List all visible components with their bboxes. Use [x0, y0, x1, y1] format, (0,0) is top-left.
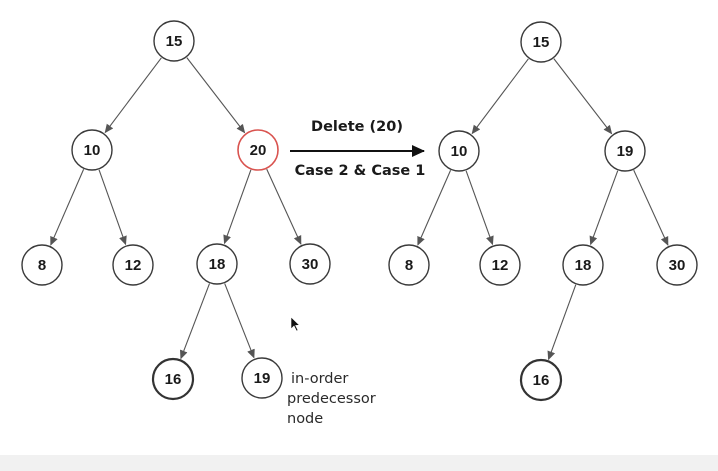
before-node-circle-30	[289, 243, 331, 285]
before-node-20: 20	[237, 129, 279, 171]
after-node-circle-8	[388, 244, 430, 286]
annotation-line-3: node	[287, 411, 323, 427]
before-edge-b20-b18	[223, 169, 252, 245]
after-node-circle-12	[479, 244, 521, 286]
before-node-10: 10	[71, 129, 113, 171]
before-node-16: 16	[151, 357, 195, 401]
after-edge-a10-a12	[465, 170, 494, 246]
after-node-circle-19	[604, 130, 646, 172]
operation-title: Delete (20)	[311, 119, 403, 135]
before-node-circle-18	[196, 243, 238, 285]
after-edge-a19-a18	[589, 170, 619, 246]
after-node-19: 19	[604, 130, 646, 172]
before-node-12: 12	[112, 244, 154, 286]
before-node-circle-15	[153, 20, 195, 62]
after-node-circle-16	[519, 358, 563, 402]
after-node-circle-10	[438, 130, 480, 172]
operation-subtitle: Case 2 & Case 1	[295, 163, 426, 179]
annotation-line-2: predecessor	[287, 391, 376, 407]
before-node-circle-8	[21, 244, 63, 286]
nodes-layer: 15 10 20 8 12 18 30 16 19 15 10 19 8 12 18 30 16	[21, 20, 698, 402]
before-node-15: 15	[153, 20, 195, 62]
after-node-label-16: 16	[533, 372, 550, 389]
mouse-cursor-icon	[290, 316, 301, 332]
after-edge-a19-a30	[633, 169, 669, 246]
after-node-18: 18	[562, 244, 604, 286]
before-node-label-16: 16	[165, 371, 182, 388]
after-node-label-19: 19	[617, 143, 634, 160]
before-node-label-10: 10	[84, 142, 101, 159]
after-node-label-30: 30	[669, 257, 686, 274]
before-node-label-15: 15	[166, 33, 183, 50]
before-node-label-20: 20	[250, 142, 267, 159]
before-edge-b18-b16	[179, 283, 211, 360]
before-edge-b15-b10	[104, 57, 162, 134]
after-node-12: 12	[479, 244, 521, 286]
after-node-label-15: 15	[533, 34, 550, 51]
before-edge-b18-b19	[224, 283, 255, 359]
before-node-30: 30	[289, 243, 331, 285]
after-node-circle-15	[520, 21, 562, 63]
before-node-circle-10	[71, 129, 113, 171]
after-node-label-12: 12	[492, 257, 509, 274]
predecessor-annotation: in-order predecessor node	[287, 371, 376, 427]
before-node-circle-19	[241, 357, 283, 399]
before-node-label-12: 12	[125, 257, 142, 274]
before-node-circle-12	[112, 244, 154, 286]
before-node-label-19: 19	[254, 370, 271, 387]
footer-band	[0, 455, 718, 471]
before-edge-b10-b12	[98, 169, 127, 246]
before-node-label-30: 30	[302, 256, 319, 273]
after-node-30: 30	[656, 244, 698, 286]
before-node-label-18: 18	[209, 256, 226, 273]
annotation-line-1: in-order	[291, 371, 348, 387]
before-node-18: 18	[196, 243, 238, 285]
after-node-16: 16	[519, 358, 563, 402]
after-node-10: 10	[438, 130, 480, 172]
after-edge-a10-a8	[417, 170, 452, 246]
before-node-circle-16	[151, 357, 195, 401]
after-node-label-10: 10	[451, 143, 468, 160]
after-node-circle-18	[562, 244, 604, 286]
after-edge-a15-a19	[553, 58, 613, 135]
edges-layer	[50, 57, 669, 361]
before-edge-b10-b8	[50, 169, 85, 246]
before-node-label-8: 8	[38, 257, 46, 274]
after-node-circle-30	[656, 244, 698, 286]
after-node-label-18: 18	[575, 257, 592, 274]
after-node-label-8: 8	[405, 257, 413, 274]
before-node-circle-20	[237, 129, 279, 171]
before-edge-b15-b20	[186, 57, 246, 134]
before-node-8: 8	[21, 244, 63, 286]
before-node-19: 19	[241, 357, 283, 399]
after-edge-a15-a10	[471, 58, 529, 135]
before-edge-b20-b30	[266, 168, 302, 245]
after-node-8: 8	[388, 244, 430, 286]
after-node-15: 15	[520, 21, 562, 63]
after-edge-a18-a16	[547, 284, 577, 361]
